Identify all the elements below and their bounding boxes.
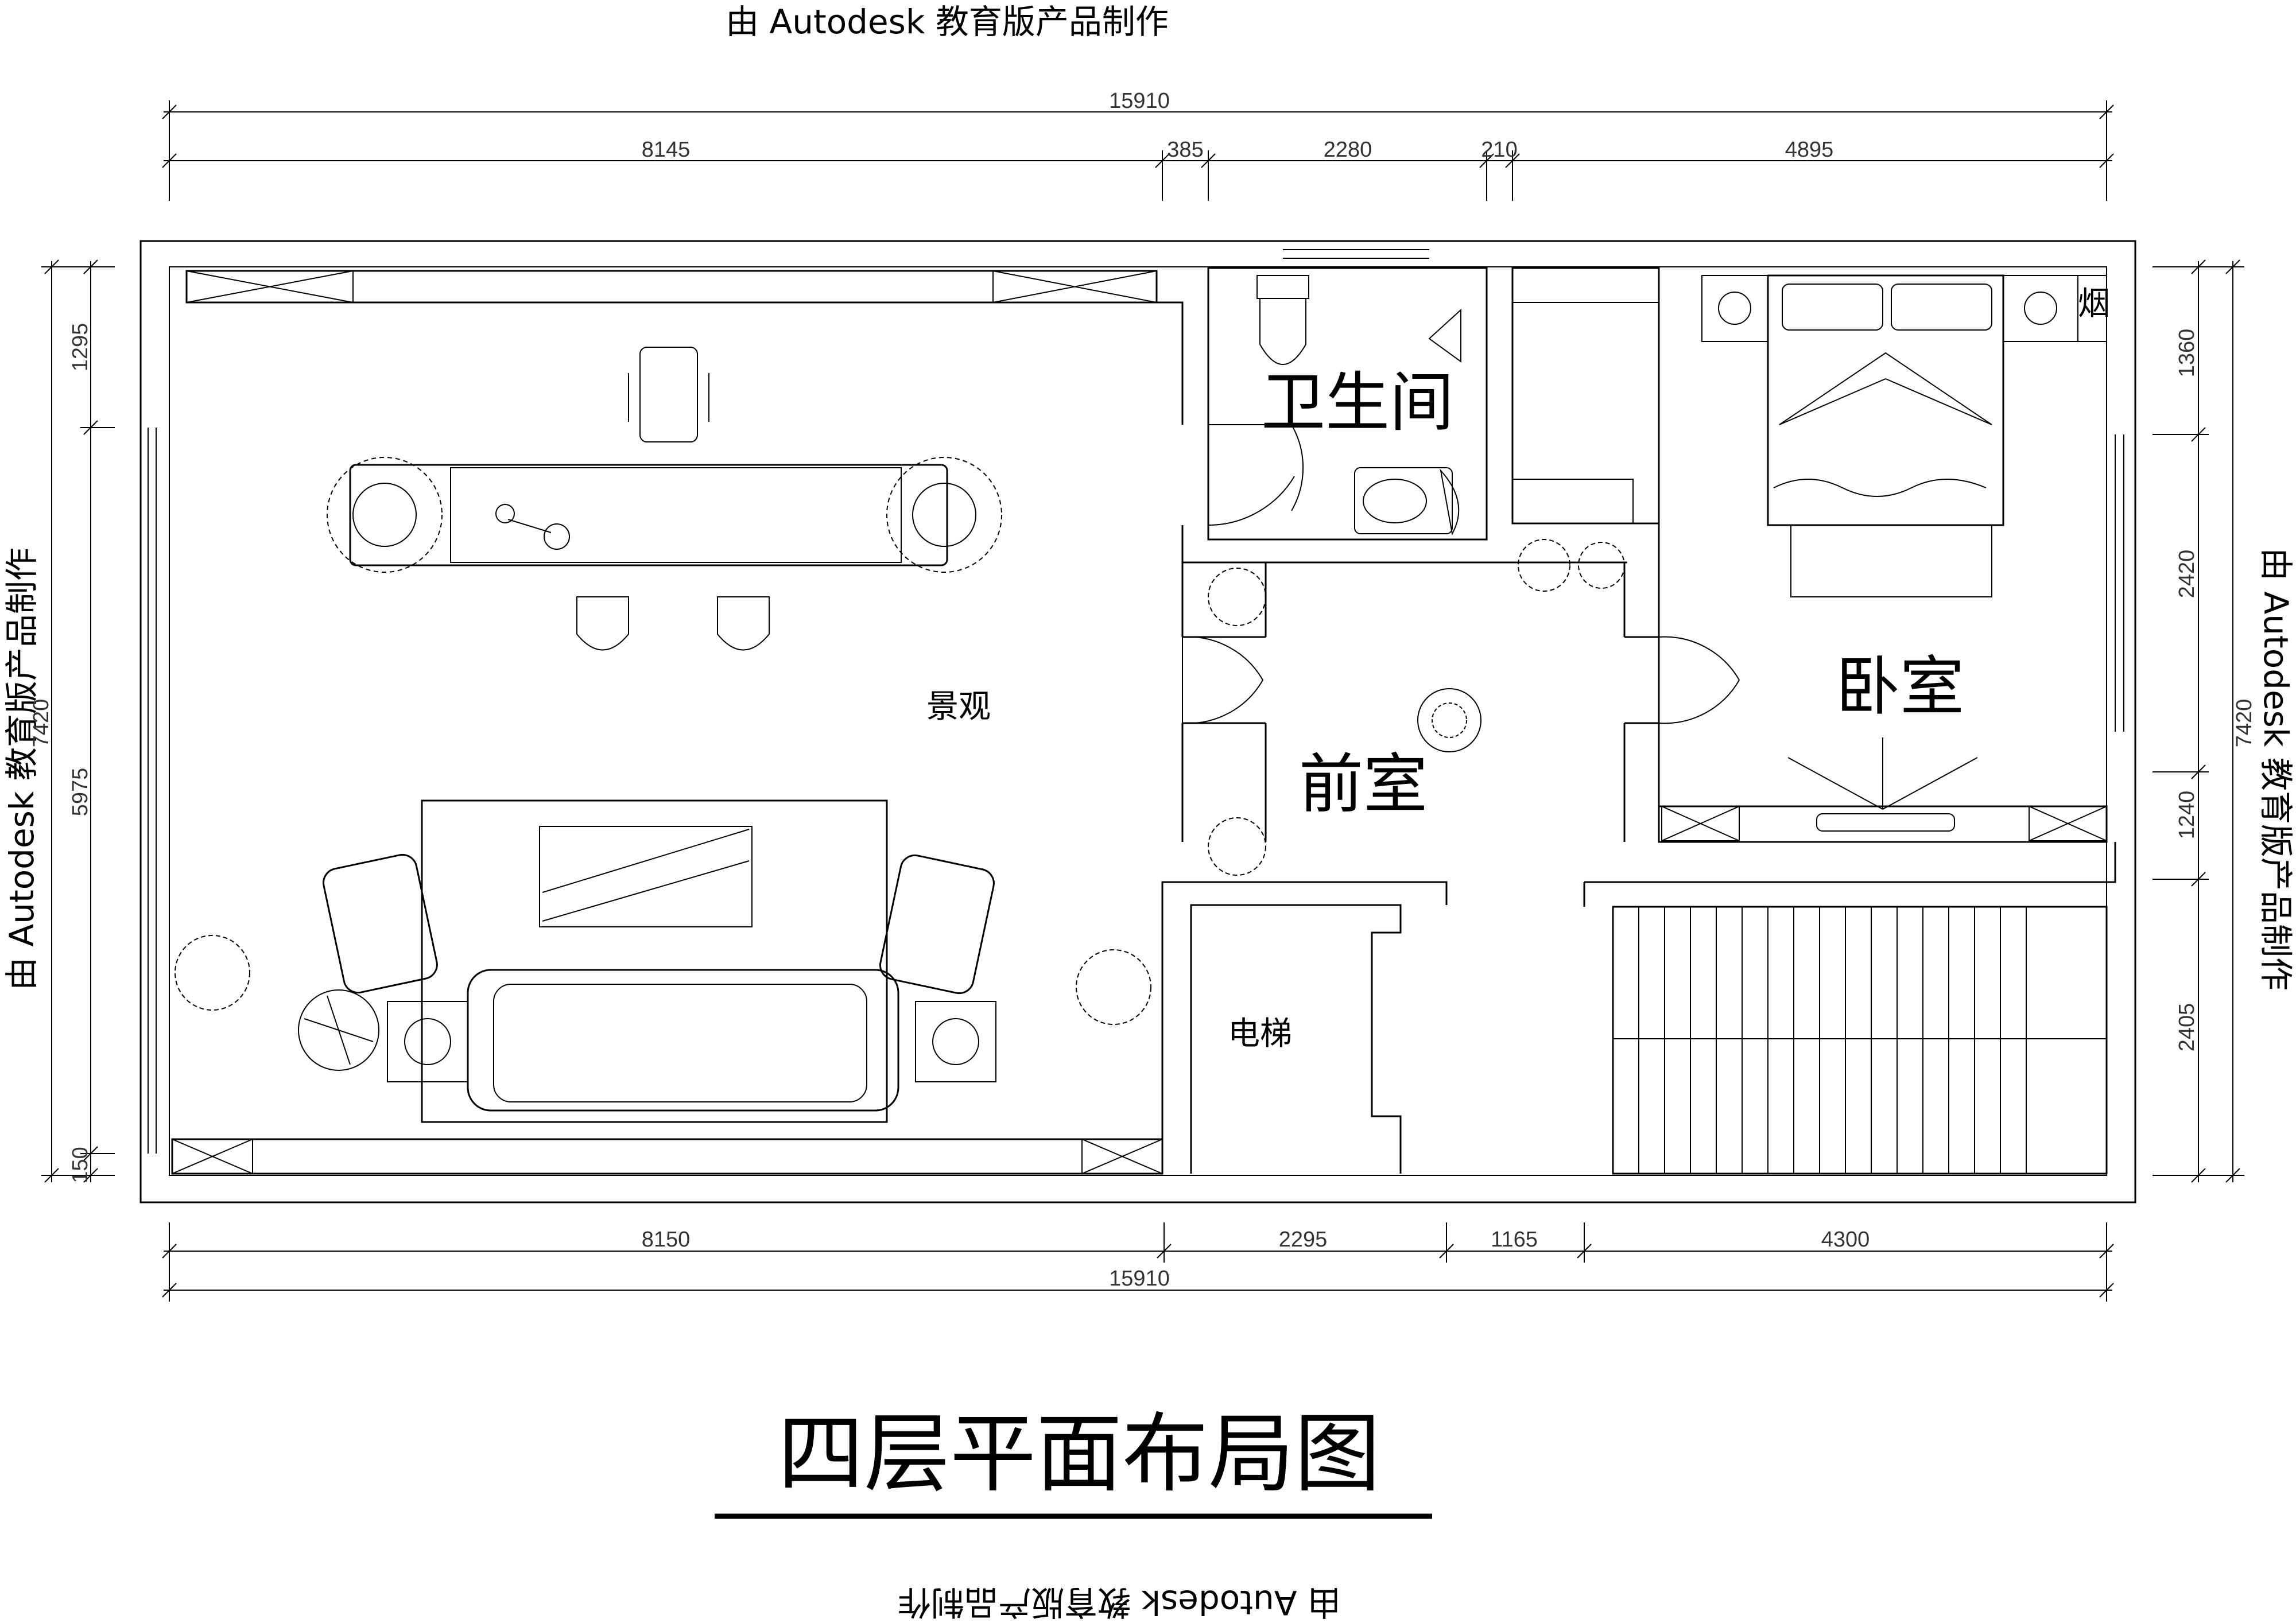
bedroom-tv-cabinet (1658, 737, 2108, 843)
room-label-bathroom: 卫生间 (1261, 366, 1454, 440)
landscape-planters (171, 270, 1163, 1175)
room-label-anteroom: 前室 (1299, 747, 1428, 822)
watermark-left: 由 Autodesk 教育版产品制作 (2, 548, 41, 991)
dimension-left: 1295 5975 150 7420 (29, 259, 115, 1183)
dim-bottom-total: 15910 (1109, 1267, 1170, 1291)
dim-left-seg-1: 1295 (68, 323, 92, 372)
dim-right-seg-2: 2420 (2175, 550, 2199, 599)
dim-bottom-seg-3: 1165 (1491, 1228, 1538, 1252)
outer-walls (139, 240, 2136, 1203)
dim-top-seg-4: 210 (1481, 138, 1517, 162)
room-label-elevator: 电梯 (1228, 1015, 1292, 1053)
dim-right-seg-3: 1240 (2175, 791, 2199, 840)
plants (174, 457, 1625, 1025)
stair-treads (1613, 907, 2107, 1174)
dim-top-seg-2: 385 (1167, 138, 1203, 162)
dimension-right: 1360 2420 1240 2405 7420 (2152, 259, 2256, 1183)
landscape-sofa-set (298, 799, 996, 1123)
bed (1701, 274, 2107, 597)
dim-left-seg-2: 5975 (68, 768, 92, 817)
watermark-right: 由 Autodesk 教育版产品制作 (2256, 548, 2295, 991)
room-label-flue: 烟 (2078, 285, 2110, 323)
dim-bottom-seg-4: 4300 (1821, 1228, 1870, 1252)
dim-right-seg-1: 1360 (2175, 329, 2199, 378)
dim-right-total: 7420 (2232, 699, 2256, 748)
drawing-title: 四层平面布局图 (778, 1404, 1380, 1504)
bathroom-fixtures (1256, 275, 1461, 535)
landscape-tea-table (349, 347, 976, 651)
watermark-top: 由 Autodesk 教育版产品制作 (726, 2, 1169, 41)
doors (1182, 424, 1740, 724)
watermark-bottom: 由 Autodesk 教育版产品制作 (898, 1583, 1341, 1622)
room-label-landscape: 景观 (926, 688, 991, 725)
dim-top-total: 15910 (1109, 89, 1170, 113)
dim-bottom-seg-2: 2295 (1279, 1228, 1328, 1252)
dimension-bottom: 8150 2295 1165 4300 15910 (162, 1222, 2114, 1302)
dim-top-seg-1: 8145 (642, 138, 691, 162)
room-label-bedroom: 卧室 (1836, 650, 1964, 724)
dim-left-seg-3: 150 (68, 1147, 92, 1183)
interior-walls (1157, 267, 2116, 1175)
dim-top-seg-5: 4895 (1785, 138, 1834, 162)
dim-left-total: 7420 (29, 699, 53, 748)
dim-bottom-seg-1: 8150 (642, 1228, 691, 1252)
dim-right-seg-4: 2405 (2175, 1003, 2199, 1052)
dim-top-seg-3: 2280 (1324, 138, 1372, 162)
dimension-top: 15910 8145 385 2280 210 4895 (162, 89, 2114, 201)
